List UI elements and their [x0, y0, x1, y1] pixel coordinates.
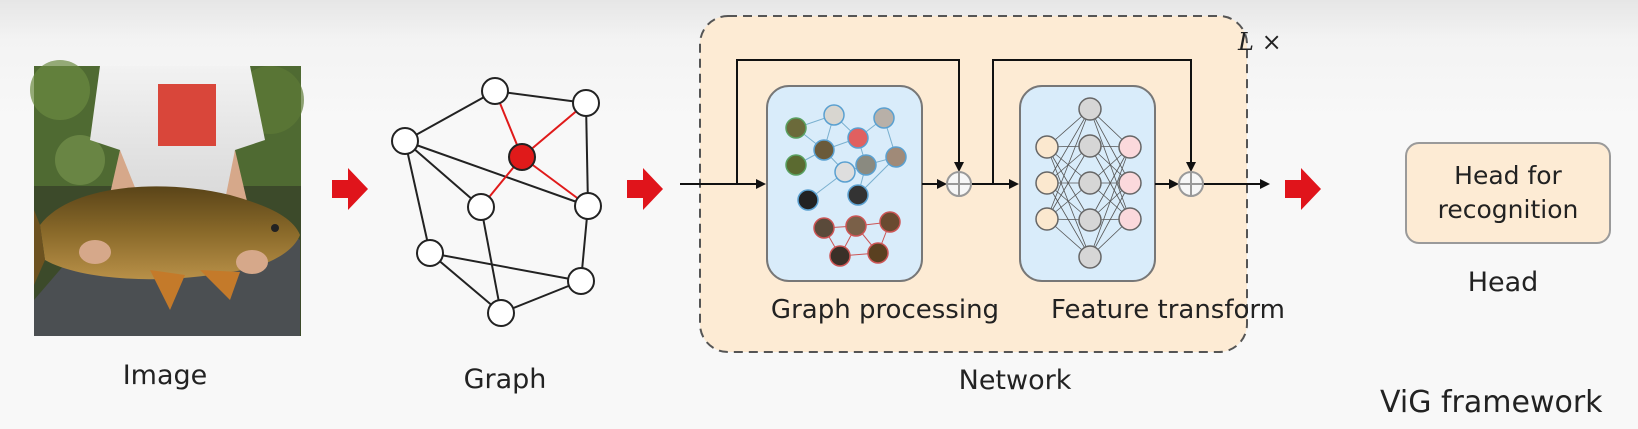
graph-node	[567, 267, 595, 295]
hidden-neuron	[1078, 134, 1102, 158]
hidden-neuron	[1078, 171, 1102, 195]
flow-lines	[680, 59, 1270, 189]
hidden-neuron	[1078, 208, 1102, 232]
feature-transform-label: Feature transform	[1051, 295, 1285, 325]
output-neuron	[1118, 171, 1142, 195]
graph-label: Graph	[463, 364, 547, 395]
mlp-diagram	[1035, 97, 1142, 269]
output-neuron	[1118, 207, 1142, 231]
input-neuron	[1035, 207, 1059, 231]
repeat-label: L ×	[1238, 28, 1282, 56]
red-arrow-1	[332, 168, 368, 210]
head-box: Head for recognition	[1405, 142, 1611, 244]
add-operator	[1178, 171, 1204, 197]
head-label: Head	[1467, 267, 1539, 298]
graph-node	[572, 89, 600, 117]
input-photo	[30, 60, 304, 336]
graph-processing-label: Graph processing	[770, 295, 1000, 325]
graph-node	[481, 77, 509, 105]
hidden-neuron	[1078, 245, 1102, 269]
patch-graph	[785, 104, 907, 267]
input-neuron	[1035, 135, 1059, 159]
graph-node	[391, 127, 419, 155]
graph-node	[574, 192, 602, 220]
red-arrow-2	[627, 168, 663, 210]
output-neuron	[1118, 135, 1142, 159]
framework-title: ViG framework	[1380, 385, 1603, 420]
graph-node	[467, 193, 495, 221]
graph-node	[487, 299, 515, 327]
graph-node	[416, 239, 444, 267]
graph-center-node	[508, 143, 536, 171]
graph	[391, 77, 602, 327]
hidden-neuron	[1078, 97, 1102, 121]
red-arrow-3	[1285, 168, 1321, 210]
network-label: Network	[958, 365, 1072, 396]
add-operator	[946, 171, 972, 197]
input-neuron	[1035, 171, 1059, 195]
image-label: Image	[122, 360, 208, 391]
